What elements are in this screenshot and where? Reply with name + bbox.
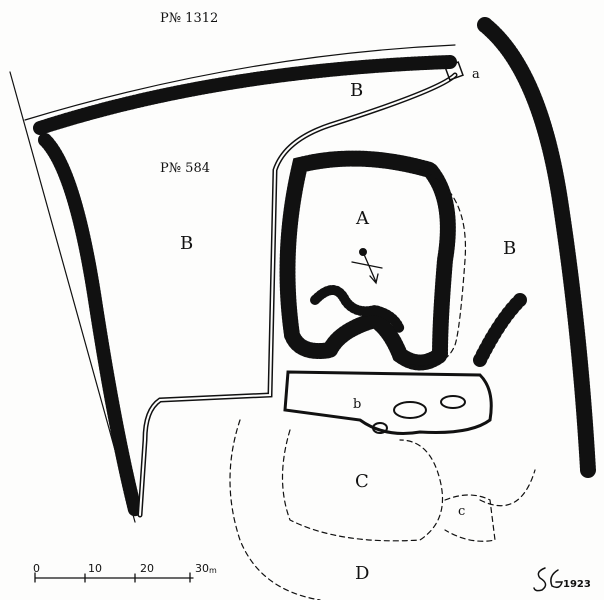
dashed-outline-c (281, 429, 444, 542)
road-inner (139, 74, 456, 516)
dashed-outline-d (229, 419, 536, 600)
pond-island (393, 401, 427, 419)
signature-monogram (533, 567, 563, 592)
area-label-a: A (356, 208, 369, 229)
pond-b (283, 370, 493, 435)
feature-label-a: a (472, 67, 480, 82)
scale-unit: m (209, 566, 217, 575)
scale-tick-30: 30 (195, 562, 209, 575)
parcel-boundary-line (24, 44, 456, 121)
scale-tick-10: 10 (88, 562, 102, 575)
area-label-c: C (355, 471, 369, 492)
scattered-hachure (473, 293, 527, 367)
area-label-b-east: B (503, 238, 517, 259)
outer-bank-hachure (477, 17, 596, 478)
mound-a-hachure (279, 150, 456, 371)
area-label-b-north: B (350, 80, 364, 101)
scale-tick-0: 0 (33, 562, 40, 575)
scale-tick-20: 20 (140, 562, 154, 575)
area-label-d: D (355, 563, 370, 584)
structure-a (444, 61, 464, 81)
area-label-b-west: B (180, 233, 194, 254)
signature-year: 1923 (563, 579, 591, 590)
parcel-label-south: P№ 584 (160, 161, 210, 176)
north-arrow (351, 251, 383, 285)
feature-label-c: c (458, 504, 466, 519)
dashed-outline (444, 494, 496, 542)
pond-island (372, 422, 388, 434)
scale-bar (34, 572, 194, 583)
outer-bank-hachure (38, 133, 142, 517)
feature-label-b: b (353, 397, 362, 412)
pond-island (440, 395, 466, 409)
outer-bank-hachure (33, 55, 457, 135)
parcel-label-north: P№ 1312 (160, 11, 219, 26)
inner-hachure (310, 285, 405, 335)
